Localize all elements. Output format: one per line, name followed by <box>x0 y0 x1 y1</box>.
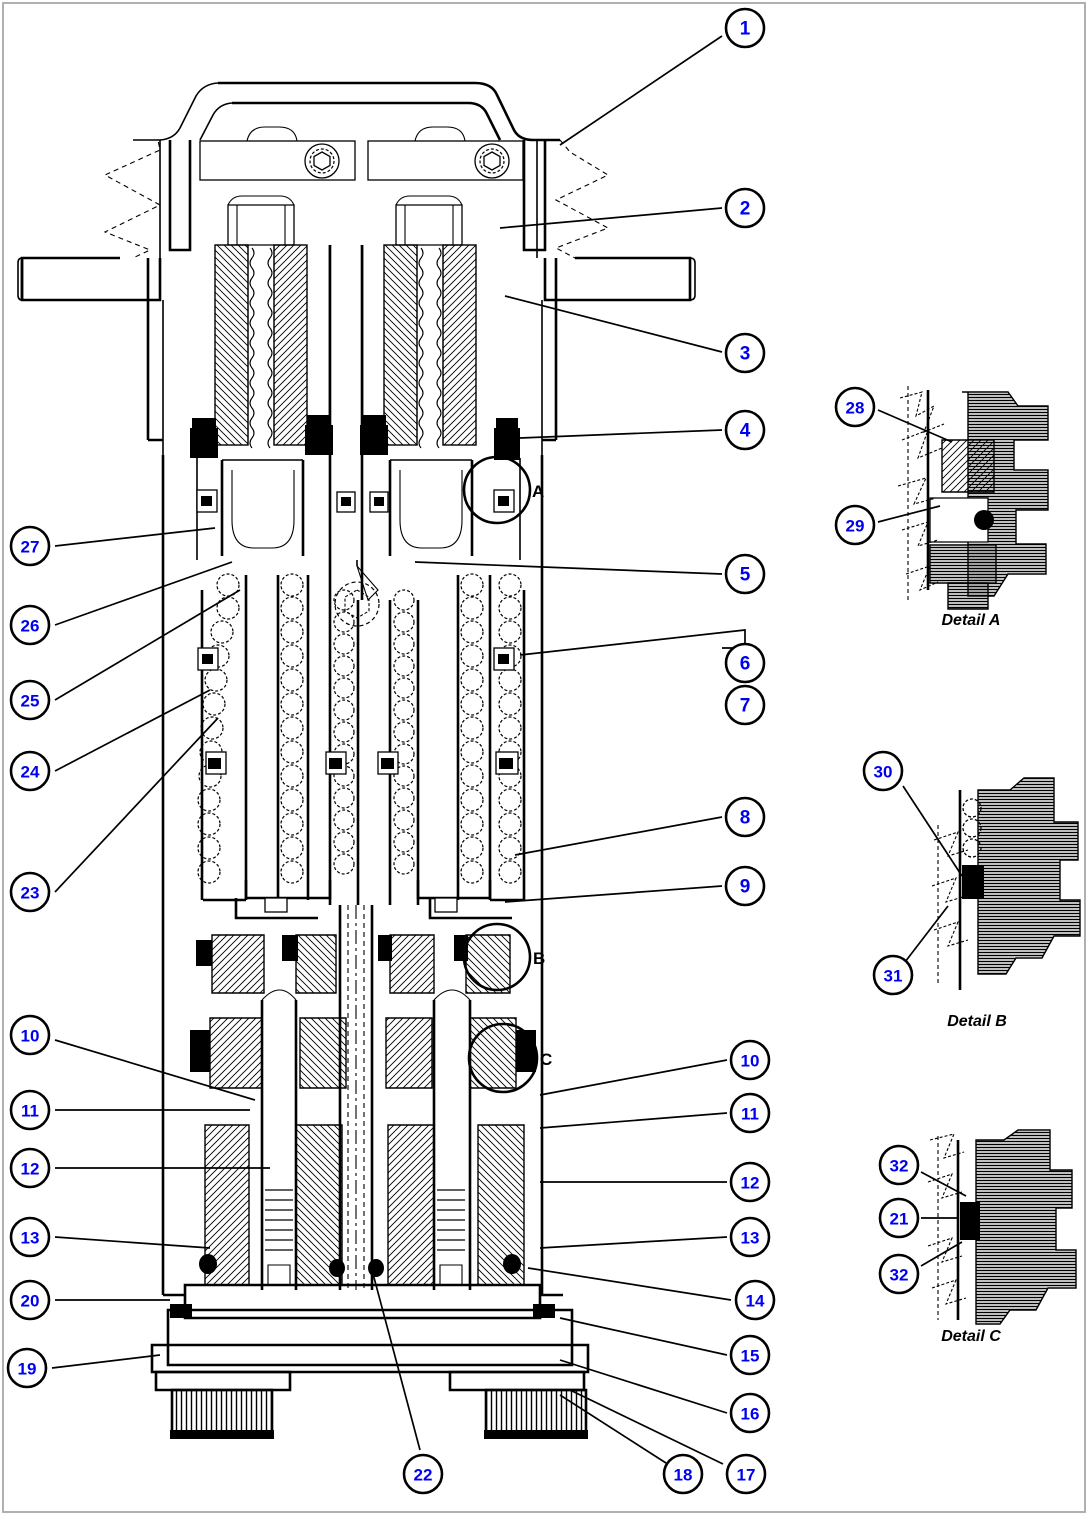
callout-bubble[interactable]: 9 <box>724 865 766 907</box>
hex-nuts <box>227 195 463 246</box>
callout-bubble[interactable]: 10 <box>9 1014 51 1056</box>
spring-seats <box>203 880 524 920</box>
callout-label: 11 <box>21 1102 39 1121</box>
detail-b-view <box>931 777 1081 990</box>
callout-label: 24 <box>21 763 40 782</box>
top-cover-assembly <box>103 81 610 259</box>
callout-bubble[interactable]: 3 <box>724 332 766 374</box>
callout-label: 9 <box>740 877 751 898</box>
callout-label: 4 <box>740 421 751 442</box>
callout-bubble[interactable]: 6 <box>724 642 766 684</box>
callout-bubble[interactable]: 20 <box>9 1279 51 1321</box>
callout-bubble[interactable]: 12 <box>729 1161 771 1203</box>
callout-label: 27 <box>21 538 40 557</box>
callout-bubble[interactable]: 19 <box>6 1347 48 1389</box>
callout-bubble[interactable]: 29 <box>834 504 876 546</box>
callout-bubble[interactable]: 8 <box>724 796 766 838</box>
callout-label: 26 <box>21 617 40 636</box>
detail-b-caption: Detail B <box>947 1013 1007 1030</box>
detail-c-view <box>927 1129 1077 1325</box>
callout-label: 14 <box>746 1292 765 1311</box>
detail-c-caption: Detail C <box>941 1328 1001 1345</box>
callout-bubble[interactable]: 32 <box>878 1144 920 1186</box>
callout-bubble[interactable]: 1 <box>724 7 766 49</box>
callout-bubble[interactable]: 17 <box>725 1453 767 1495</box>
callout-bubble[interactable]: 12 <box>9 1147 51 1189</box>
callout-label: 19 <box>18 1360 37 1379</box>
callout-bubble[interactable]: 28 <box>834 386 876 428</box>
callout-label: 10 <box>21 1027 40 1046</box>
callout-label: 13 <box>741 1229 760 1248</box>
callout-label: 32 <box>890 1157 909 1176</box>
callout-bubble[interactable]: 14 <box>734 1279 776 1321</box>
callout-bubble[interactable]: 2 <box>724 187 766 229</box>
callout-bubble[interactable]: 10 <box>729 1039 771 1081</box>
callout-label: 1 <box>740 19 751 40</box>
callout-bubble[interactable]: 16 <box>729 1392 771 1434</box>
callout-label: 12 <box>21 1160 40 1179</box>
callout-bubble[interactable]: 5 <box>724 553 766 595</box>
leader-lines <box>51 35 967 1465</box>
callout-label: 30 <box>874 763 893 782</box>
seal-blocks-upper <box>190 415 520 460</box>
detail-a-view <box>897 386 1049 610</box>
callout-bubble[interactable]: 22 <box>402 1453 444 1495</box>
callout-bubble[interactable]: 15 <box>729 1334 771 1376</box>
callout-label: 23 <box>21 884 40 903</box>
lower-piston-assemblies <box>190 905 536 1290</box>
callout-label: 13 <box>21 1229 40 1248</box>
callout-bubble[interactable]: 25 <box>9 679 51 721</box>
callout-label: 12 <box>741 1174 760 1193</box>
callout-label: 10 <box>741 1052 760 1071</box>
detail-marker-letter-a: A <box>532 482 544 501</box>
callout-bubble[interactable]: 30 <box>862 750 904 792</box>
threaded-stem-columns <box>214 244 477 449</box>
spring-ball-columns <box>197 560 526 905</box>
callout-label: 5 <box>740 565 751 586</box>
callout-label: 31 <box>884 967 903 986</box>
callout-label: 7 <box>740 696 751 717</box>
callout-bubble[interactable]: 4 <box>724 409 766 451</box>
callout-bubble[interactable]: 23 <box>9 871 51 913</box>
mid-body <box>161 425 544 1295</box>
callout-label: 2 <box>740 199 751 220</box>
callout-label: 6 <box>740 654 751 675</box>
callout-bubble[interactable]: 31 <box>872 954 914 996</box>
callout-label: 22 <box>414 1466 433 1485</box>
callout-label: 21 <box>890 1210 909 1229</box>
callout-bubble[interactable]: 26 <box>9 604 51 646</box>
callout-bubble[interactable]: 32 <box>878 1253 920 1295</box>
detail-a-caption: Detail A <box>942 612 1001 629</box>
callout-bubble[interactable]: 27 <box>9 525 51 567</box>
callout-bubble[interactable]: 24 <box>9 750 51 792</box>
callout-bubble[interactable]: 11 <box>729 1092 771 1134</box>
callout-label: 16 <box>741 1405 760 1424</box>
callout-bubble[interactable]: 18 <box>662 1453 704 1495</box>
callout-bubble[interactable]: 13 <box>9 1216 51 1258</box>
callout-label: 20 <box>21 1292 40 1311</box>
detail-marker-letter-b: B <box>533 949 545 968</box>
callout-label: 25 <box>21 692 40 711</box>
detail-marker-letter-c: C <box>540 1050 552 1069</box>
callout-bubble[interactable]: 21 <box>878 1197 920 1239</box>
detail-marker-circles: A B C <box>462 455 552 1094</box>
callout-bubble[interactable]: 11 <box>9 1089 51 1131</box>
callout-label: 11 <box>741 1105 759 1124</box>
callout-label: 32 <box>890 1266 909 1285</box>
callout-label: 18 <box>674 1466 693 1485</box>
base-plate <box>150 1283 590 1439</box>
callout-bubble[interactable]: 13 <box>729 1216 771 1258</box>
callout-label: 28 <box>846 399 865 418</box>
callout-label: 15 <box>741 1347 760 1366</box>
upper-flange-body <box>17 256 696 455</box>
callout-bubble[interactable]: 7 <box>724 684 766 726</box>
cover-bolt-bars <box>199 126 524 181</box>
callout-label: 29 <box>846 517 865 536</box>
callout-label: 3 <box>740 344 751 365</box>
callout-label: 17 <box>737 1466 756 1485</box>
callout-label: 8 <box>740 808 751 829</box>
